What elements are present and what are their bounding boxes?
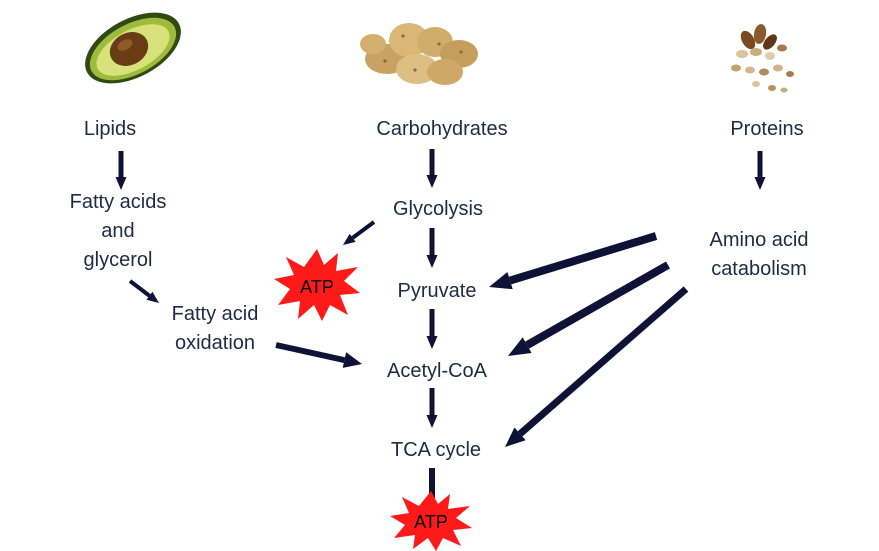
proteins-label: Proteins	[730, 118, 804, 140]
amino-acid-line-2: catabolism	[711, 258, 807, 280]
tca-cycle-label: TCA cycle	[390, 439, 482, 461]
potatoes-icon	[360, 23, 478, 85]
fatty-acids-line-3: glycerol	[83, 249, 153, 271]
arrow-carbohydrates-to-glycolysis	[426, 149, 438, 188]
lipids-label: Lipids	[83, 118, 137, 140]
arrow-amino-acid-to-acetyl-coa	[508, 261, 670, 356]
fatty-acid-oxidation-line-1: Fatty acid	[171, 303, 259, 325]
glycolysis-label: Glycolysis	[392, 198, 484, 220]
fatty-acids-line-2: and	[101, 220, 135, 242]
pyruvate-label: Pyruvate	[397, 280, 477, 302]
atp-burst-1: ATP	[274, 249, 360, 321]
atp-label-2: ATP	[414, 512, 448, 532]
fatty-acids-line-1: Fatty acids	[69, 191, 167, 213]
acetyl-coa-label: Acetyl-CoA	[386, 360, 488, 382]
arrow-oxidation-to-acetyl-coa	[275, 342, 362, 368]
atp-burst-2: ATP	[390, 491, 472, 551]
atp-label-1: ATP	[300, 277, 334, 297]
arrow-proteins-to-amino-acid	[754, 151, 766, 190]
amino-acid-line-1: Amino acid	[709, 229, 809, 251]
carbohydrates-label: Carbohydrates	[376, 118, 508, 140]
arrow-acetyl-coa-to-tca	[426, 388, 438, 428]
arrow-glycolysis-to-pyruvate	[426, 228, 438, 268]
amino-acid-catabolism-label: Amino acid catabolism	[710, 226, 809, 284]
arrow-lipids-to-fatty-acids	[115, 151, 127, 190]
fatty-acid-oxidation-line-2: oxidation	[174, 332, 256, 354]
nuts-icon	[731, 24, 794, 93]
avocado-icon	[85, 12, 181, 84]
arrow-amino-acid-to-tca	[505, 286, 689, 447]
arrow-amino-acid-to-pyruvate	[489, 232, 658, 290]
arrow-glycolysis-to-atp	[343, 220, 376, 245]
fatty-acid-oxidation-label: Fatty acid oxidation	[172, 300, 259, 358]
arrow-pyruvate-to-acetyl-coa	[426, 309, 438, 349]
arrow-fatty-acids-to-oxidation	[128, 279, 159, 303]
fatty-acids-glycerol-label: Fatty acids and glycerol	[70, 188, 167, 275]
